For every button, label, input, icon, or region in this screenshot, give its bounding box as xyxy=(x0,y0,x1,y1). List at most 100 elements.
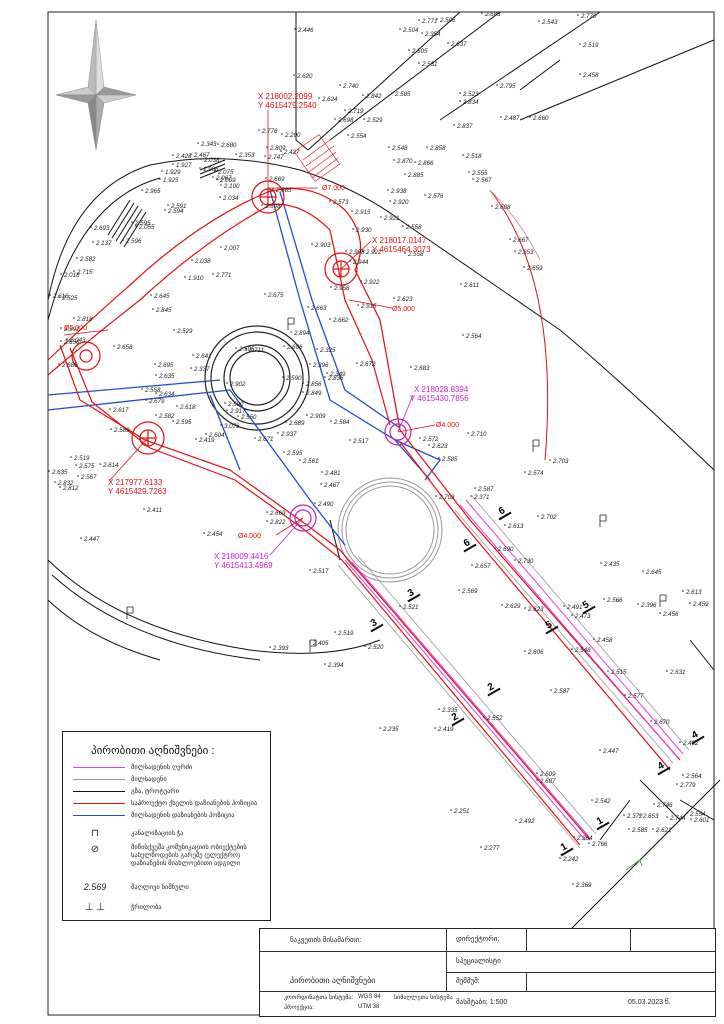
spot-height-dot xyxy=(226,409,228,411)
spot-height-dot xyxy=(330,286,332,288)
spot-height-dot xyxy=(113,345,115,347)
spot-height-dot xyxy=(356,362,358,364)
spot-height-label: 2.604 xyxy=(208,432,225,439)
section-icon: ⊥ ⊥ xyxy=(84,901,106,913)
spot-height-label: 2.703 xyxy=(552,458,569,465)
spot-height-label: 2.235 xyxy=(382,726,399,733)
spot-height-dot xyxy=(480,846,482,848)
spot-height-dot xyxy=(314,502,316,504)
spot-height-label: 2.396 xyxy=(312,362,329,369)
spot-height-dot xyxy=(321,471,323,473)
spot-height-dot xyxy=(76,257,78,259)
spot-height-label: 2.662 xyxy=(332,317,349,324)
spot-height-dot xyxy=(536,772,538,774)
spot-height-dot xyxy=(504,524,506,526)
spot-height-dot xyxy=(320,483,322,485)
spot-height-dot xyxy=(686,812,688,814)
spot-height-dot xyxy=(362,250,364,252)
spot-height-dot xyxy=(571,614,573,616)
spot-height-dot xyxy=(388,146,390,148)
spot-height-dot xyxy=(302,391,304,393)
spot-height-dot xyxy=(344,109,346,111)
spot-height-dot xyxy=(426,146,428,148)
spot-height-dot xyxy=(483,716,485,718)
spot-height-label: 2.372 xyxy=(626,813,643,820)
spot-height-dot xyxy=(190,153,192,155)
spot-height-label: 2.554 xyxy=(689,811,706,818)
spot-height-label: 2.683 xyxy=(484,11,501,18)
spot-height-label: 2.491 xyxy=(566,604,582,611)
spot-height-dot xyxy=(197,142,199,144)
spot-height-dot xyxy=(176,405,178,407)
point-mag-2-x: X 218009.4416 xyxy=(214,552,269,561)
spot-height-dot xyxy=(607,670,609,672)
spot-height-label: 2.394 xyxy=(327,662,344,669)
spot-height-dot xyxy=(624,694,626,696)
spot-height-dot xyxy=(379,727,381,729)
spot-height-label: 2.550 xyxy=(240,414,257,421)
spot-height-label: 2.277 xyxy=(483,845,500,852)
spot-height-label: 2.937 xyxy=(280,431,297,438)
spot-height-label: 2.920 xyxy=(392,199,409,206)
section-mark: 2 xyxy=(450,711,465,727)
tb-specialist-label: სპეციალისტი xyxy=(456,958,501,965)
spot-height-label: 2.587 xyxy=(477,486,494,493)
spot-height-label: 2.393 xyxy=(272,645,289,652)
legend-label: მილსადენის ღერძი xyxy=(131,764,193,771)
spot-height-dot xyxy=(434,727,436,729)
spot-height-dot xyxy=(109,408,111,410)
tb-coord-label: კოორდინატთა სისტემა: xyxy=(284,995,354,1001)
spot-height-label: 1.910 xyxy=(188,275,204,282)
section-mark-label: 5 xyxy=(544,619,555,632)
spot-height-dot xyxy=(666,816,668,818)
tb-drawing-title: პირობითი აღნიშვნები xyxy=(290,976,376,985)
spot-height-dot xyxy=(164,209,166,211)
spot-height-dot xyxy=(550,689,552,691)
spot-height-dot xyxy=(192,354,194,356)
spot-height-dot xyxy=(269,646,271,648)
spot-height-dot xyxy=(293,74,295,76)
spot-height-label: 2.669 xyxy=(268,176,285,183)
spot-height-label: 2.822 xyxy=(269,519,286,526)
spot-height-dot xyxy=(472,178,474,180)
spot-height-label: 2.369 xyxy=(575,882,592,889)
spot-height-dot xyxy=(334,118,336,120)
spot-height-label: 2.552 xyxy=(486,715,503,722)
spot-height-label: 2.525 xyxy=(61,295,78,302)
spot-height-dot xyxy=(99,463,101,465)
spot-height-label: 2.038 xyxy=(203,157,220,164)
spot-height-dot xyxy=(393,159,395,161)
spot-height-dot xyxy=(389,200,391,202)
section-mark-label: 4 xyxy=(690,729,701,742)
spot-height-dot xyxy=(447,42,449,44)
spot-height-label: 2.711 xyxy=(248,347,264,354)
spot-height-label: 2.467 xyxy=(193,152,210,159)
hatched-steps xyxy=(107,159,226,248)
spot-height-dot xyxy=(285,421,287,423)
spot-height-dot xyxy=(380,216,382,218)
spot-height-label: 2.634 xyxy=(158,391,175,398)
spot-height-label: 2.589 xyxy=(113,427,130,434)
pipe-axis-lines xyxy=(344,499,684,841)
spot-height-dot xyxy=(352,228,354,230)
spot-height-label: 2.354 xyxy=(424,31,441,38)
spot-height-dot xyxy=(73,270,75,272)
section-mark-label: 1 xyxy=(559,841,570,854)
spot-height-dot xyxy=(471,564,473,566)
spot-height-label: 2.623 xyxy=(396,296,413,303)
spot-height-label: 2.837 xyxy=(456,123,473,130)
spot-height-dot xyxy=(436,18,438,20)
spot-height-label: 2.795 xyxy=(499,83,516,90)
spot-height-dot xyxy=(226,382,228,384)
spot-height-dot xyxy=(536,779,538,781)
spot-height-label: 2.641 xyxy=(195,353,211,360)
spot-height-label: 2.595 xyxy=(175,419,192,426)
point-red-1-x: X 218002.2099 xyxy=(258,92,313,101)
spot-height-dot xyxy=(122,239,124,241)
hatched-building-red xyxy=(293,134,341,182)
legend-item-red-position: საპროექტო ქსელის დაზიანების პოზიცია xyxy=(73,798,257,808)
spot-height-dot xyxy=(311,243,313,245)
sign-symbols xyxy=(126,317,667,652)
spot-height-dot xyxy=(347,134,349,136)
